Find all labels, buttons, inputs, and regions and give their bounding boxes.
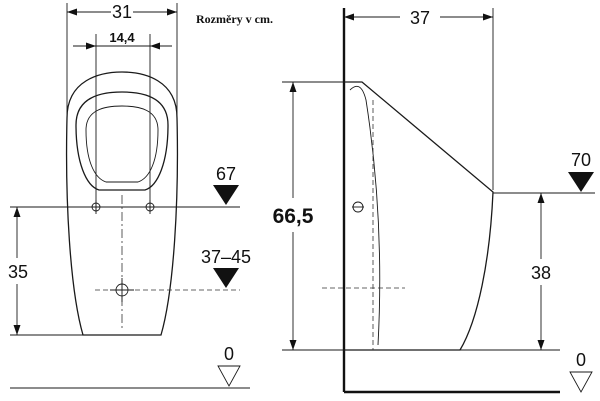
level-triangle-icon <box>213 185 239 205</box>
fixing-point-icon <box>352 201 364 213</box>
front-floor-label: 0 <box>224 344 234 364</box>
urinal-front-rim <box>75 91 169 191</box>
front-level-top-label: 67 <box>216 164 236 184</box>
urinal-front-bowl-inner <box>85 105 159 183</box>
urinal-side-inner <box>349 85 381 346</box>
fixing-cross-icon <box>143 200 157 214</box>
drain-cross-icon <box>110 278 134 302</box>
side-floor-label: 0 <box>576 350 586 370</box>
level-triangle-icon <box>213 268 239 288</box>
dimension-arrow-icon <box>289 82 297 92</box>
front-level-drain-label: 37–45 <box>201 247 251 267</box>
dimension-arrow-icon <box>86 42 96 50</box>
dimension-arrow-icon <box>67 8 77 16</box>
side-view: 37 66,5 70 38 0 <box>273 8 595 394</box>
dimension-arrow-icon <box>13 207 21 217</box>
dimension-arrow-icon <box>167 8 177 16</box>
dimension-arrow-icon <box>537 193 545 203</box>
units-note: Rozměry v cm. <box>196 12 273 26</box>
dimension-arrow-icon <box>13 325 21 335</box>
level-triangle-open-icon <box>217 365 241 387</box>
level-triangle-open-icon <box>569 371 593 393</box>
front-width-label: 31 <box>112 2 132 22</box>
front-inner-width-label: 14,4 <box>109 30 135 45</box>
dimension-arrow-icon <box>150 42 160 50</box>
fixing-cross-icon <box>89 200 103 214</box>
dimension-arrow-icon <box>483 13 493 21</box>
side-height-label: 38 <box>531 263 551 283</box>
dimension-arrow-icon <box>289 340 297 350</box>
side-depth-label: 37 <box>410 8 430 28</box>
front-height-label: 35 <box>8 262 28 282</box>
front-view: 31 14,4 67 <box>8 2 251 389</box>
side-level-top-label: 70 <box>571 150 591 170</box>
urinal-front-outline <box>65 71 179 336</box>
urinal-side-outline <box>344 81 494 351</box>
dimension-arrow-icon <box>537 340 545 350</box>
level-triangle-icon <box>568 172 594 192</box>
side-total-height-label: 66,5 <box>273 205 314 228</box>
dimension-arrow-icon <box>344 13 354 21</box>
